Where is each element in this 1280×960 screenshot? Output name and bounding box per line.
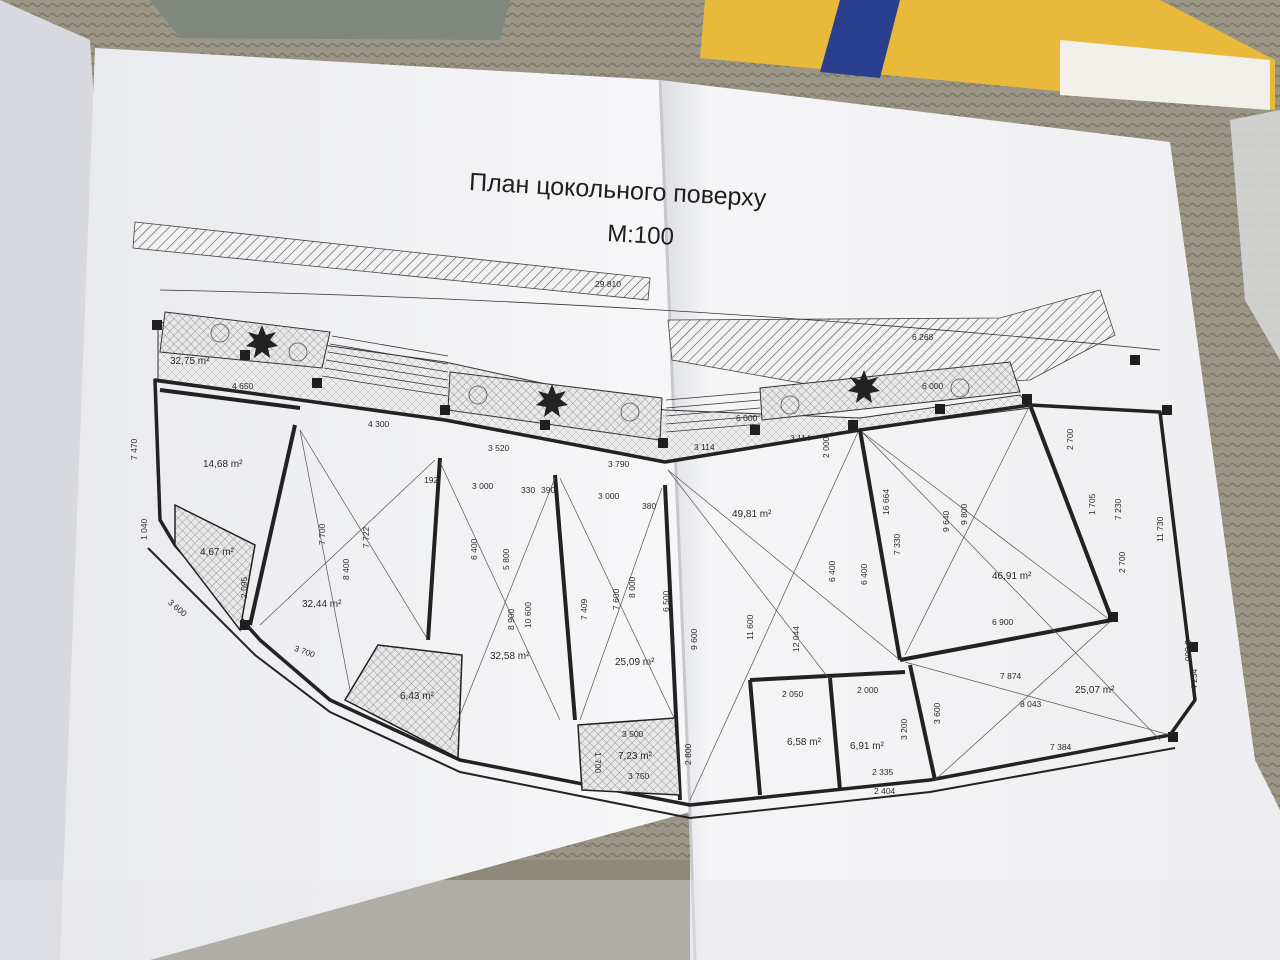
diagonal-lines bbox=[259, 404, 1171, 801]
dimension-label: 330 bbox=[521, 485, 536, 495]
dimension-label: 2 095 bbox=[239, 576, 249, 598]
area-label: 25,07 m² bbox=[1075, 685, 1115, 696]
dimension-label: 7 384 bbox=[1050, 742, 1072, 752]
dimension-label: 390 bbox=[541, 485, 556, 495]
dimension-label: 1 040 bbox=[139, 518, 149, 540]
dimension-label: 3 750 bbox=[628, 771, 650, 781]
dimension-label: 8 000 bbox=[627, 576, 637, 598]
plant-icon bbox=[246, 325, 880, 417]
package-label bbox=[1060, 40, 1270, 110]
dimension-label: 3 114 bbox=[694, 442, 715, 452]
area-label: 25,09 m² bbox=[615, 657, 655, 668]
dimension-label: 8 900 bbox=[506, 608, 516, 630]
dimension-label: 9 640 bbox=[941, 510, 951, 532]
dimension-label: 2 700 bbox=[1117, 551, 1127, 573]
dimension-label: 7 409 bbox=[579, 598, 589, 620]
dimension-label: 3 114 bbox=[790, 433, 811, 443]
stairs-right bbox=[665, 391, 761, 433]
dimension-label: 3 500 bbox=[622, 729, 644, 739]
right-page bbox=[660, 80, 1280, 960]
dimension-label: 3 600 bbox=[932, 702, 942, 724]
top-dimension-line bbox=[159, 289, 1161, 351]
dimension-label: 2 404 bbox=[874, 786, 896, 796]
planter-right bbox=[759, 361, 1021, 421]
dimension-label: 7 470 bbox=[129, 438, 139, 460]
page-bottom-shadow bbox=[0, 880, 1280, 960]
dimension-label: 12 044 bbox=[791, 626, 801, 652]
package-stripe bbox=[820, 0, 900, 78]
dimension-label: 3 800 bbox=[1183, 640, 1193, 662]
dimension-label: 3 000 bbox=[598, 491, 620, 501]
dimension-label: 7 722 bbox=[361, 526, 371, 548]
dimension-label: 9 800 bbox=[959, 503, 969, 525]
dimension-label: 3 790 bbox=[608, 459, 630, 469]
dimension-label: 10 600 bbox=[523, 602, 533, 628]
dimension-label: 29 810 bbox=[595, 279, 621, 289]
dimension-label: 2 700 bbox=[1065, 428, 1075, 450]
dimension-label: 9 600 bbox=[689, 628, 699, 650]
dimension-label: 4 300 bbox=[368, 419, 390, 429]
building-outer-wall bbox=[147, 547, 1176, 820]
columns bbox=[152, 320, 1198, 742]
dimension-label: 7 874 bbox=[1000, 671, 1022, 681]
dimension-label: 6 400 bbox=[827, 560, 837, 582]
shrub-icon bbox=[210, 323, 970, 422]
dimension-label: 380 bbox=[642, 501, 657, 511]
area-label: 32,44 m² bbox=[302, 599, 342, 610]
area-label: 46,91 m² bbox=[992, 571, 1032, 582]
area-label: 6,91 m² bbox=[850, 741, 884, 752]
ground-hatch-left bbox=[132, 221, 651, 301]
plastic-container bbox=[1230, 110, 1280, 360]
dimension-label: 7 230 bbox=[1113, 498, 1123, 520]
dimension-label: 7 330 bbox=[892, 533, 902, 555]
dimension-label: 6 000 bbox=[922, 381, 944, 391]
dimension-label: 5 800 bbox=[501, 548, 511, 570]
dimension-label: 3 520 bbox=[488, 443, 510, 453]
area-label: 49,81 m² bbox=[732, 509, 772, 520]
dimension-label: 2 335 bbox=[872, 767, 894, 777]
dimension-label: 3 000 bbox=[472, 481, 494, 491]
area-label: 14,68 m² bbox=[203, 459, 243, 470]
area-label: 7,23 m² bbox=[618, 751, 652, 762]
dimension-label: 8 400 bbox=[341, 558, 351, 580]
dimension-label: 4 234 bbox=[1189, 668, 1199, 690]
area-label: 4,67 m² bbox=[200, 547, 234, 558]
area-label: 6,43 m² bbox=[400, 691, 434, 702]
dimension-label: 6 268 bbox=[912, 332, 934, 342]
service-room-2 bbox=[343, 644, 463, 760]
dimension-label: 7 700 bbox=[317, 523, 327, 545]
plan-scale: М:100 bbox=[606, 220, 675, 251]
dimension-label: 16 664 bbox=[881, 489, 891, 515]
dimension-label: 8 043 bbox=[1020, 699, 1042, 709]
dimension-label: 2 000 bbox=[821, 436, 831, 458]
dimension-label: 6 900 bbox=[992, 617, 1014, 627]
dimension-label: 6 400 bbox=[859, 563, 869, 585]
dimension-label: 3 200 bbox=[899, 718, 909, 740]
dimension-label: 192 bbox=[424, 475, 439, 485]
dimension-label: 2 000 bbox=[857, 685, 879, 695]
area-label: 32,75 m² bbox=[170, 356, 210, 367]
area-label: 32,58 m² bbox=[490, 651, 530, 662]
dimension-label: 2 050 bbox=[782, 689, 804, 699]
service-room-3 bbox=[577, 717, 681, 796]
dimension-label: 6 400 bbox=[469, 538, 479, 560]
dimension-label: 1 700 bbox=[593, 752, 603, 774]
stairs-left bbox=[321, 335, 449, 397]
dimension-label: 4 650 bbox=[232, 381, 254, 391]
cloth-top-left bbox=[150, 0, 510, 40]
dimension-label: 11 730 bbox=[1155, 516, 1165, 542]
dimension-label: 2 800 bbox=[683, 743, 693, 765]
dimension-label: 1 705 bbox=[1087, 493, 1097, 515]
dimension-label: 6 500 bbox=[661, 590, 671, 612]
dimension-label: 11 600 bbox=[745, 614, 755, 640]
dimension-label: 6 000 bbox=[736, 413, 758, 423]
planter-left bbox=[159, 311, 331, 369]
area-label: 6,58 m² bbox=[787, 737, 821, 748]
dimension-label: 7 600 bbox=[611, 588, 621, 610]
